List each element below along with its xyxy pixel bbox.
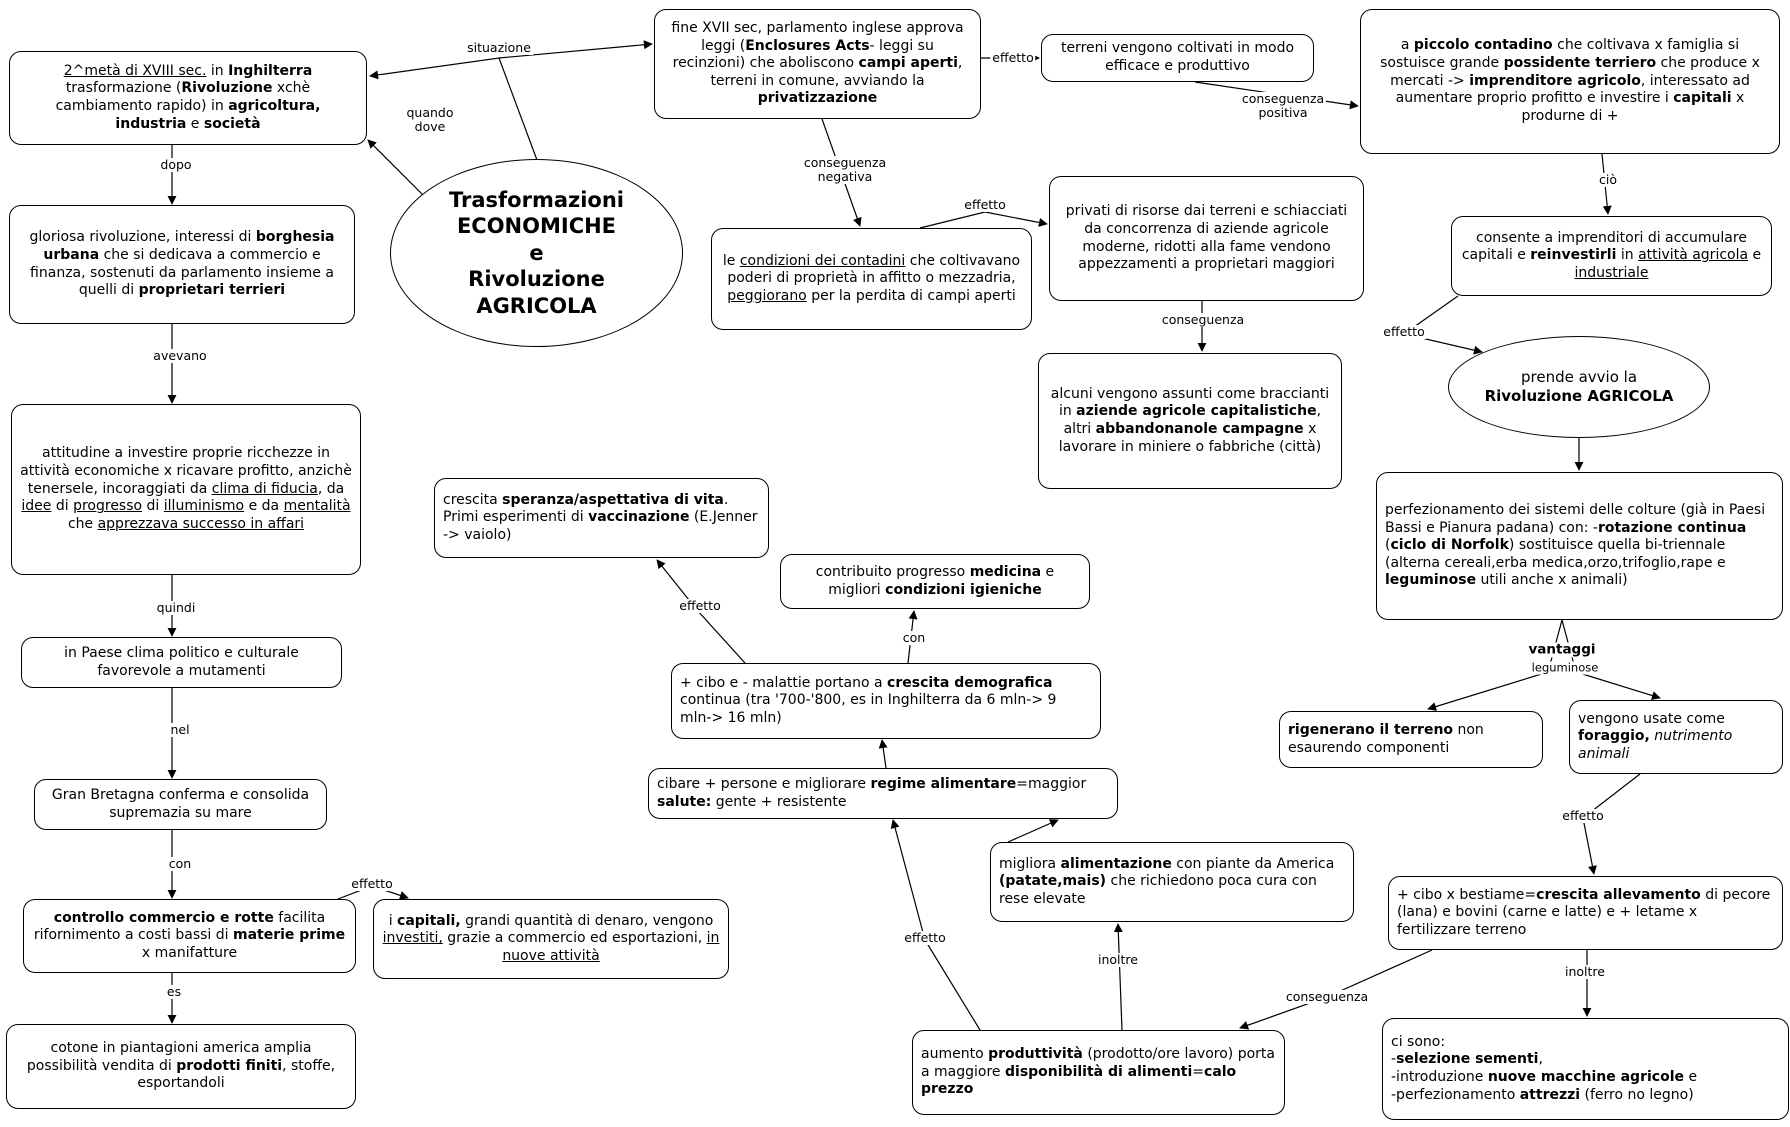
node-ci-sono-innovazioni[interactable]: ci sono:-selezione sementi,-introduzione… xyxy=(1382,1018,1789,1120)
link-label-nel[interactable]: nel xyxy=(168,722,192,737)
link-label-effetto-3[interactable]: effetto xyxy=(1381,324,1427,339)
node-enclosures-acts[interactable]: fine XVII sec, parlamento inglese approv… xyxy=(654,9,981,119)
edge-line-19 xyxy=(1561,619,1661,700)
node-text-progresso-medicina: contribuito progresso medicina e miglior… xyxy=(815,563,1055,598)
node-progresso-medicina[interactable]: contribuito progresso medicina e miglior… xyxy=(780,554,1090,609)
node-text-ci-sono-innovazioni: ci sono:-selezione sementi,-introduzione… xyxy=(1391,1033,1698,1103)
node-text-terreni-coltivati: terreni vengono coltivati in modo effica… xyxy=(1060,40,1295,74)
node-aumento-produttivita[interactable]: aumento produttività (prodotto/ore lavor… xyxy=(912,1030,1285,1115)
node-text-crescita-demografica: + cibo e - malattie portano a crescita d… xyxy=(680,674,1057,726)
edge-line-20 xyxy=(1582,773,1641,875)
node-terreni-coltivati[interactable]: terreni vengono coltivati in modo effica… xyxy=(1041,34,1314,82)
node-cibare-persone[interactable]: cibare + persone e migliorare regime ali… xyxy=(648,768,1118,819)
link-label-inoltre-1[interactable]: inoltre xyxy=(1096,952,1140,967)
node-crescita-speranza-vita[interactable]: crescita speranza/aspettativa di vita. P… xyxy=(434,478,769,558)
node-text-trasformazione-xviii: 2^metà di XVIII sec. in Inghilterra tras… xyxy=(55,62,321,132)
node-foraggio[interactable]: vengono usate come foraggio, nutrimento … xyxy=(1569,700,1783,774)
node-trasformazione-xviii[interactable]: 2^metà di XVIII sec. in Inghilterra tras… xyxy=(9,51,367,145)
link-label-effetto-2[interactable]: effetto xyxy=(962,197,1008,212)
link-label-avevano[interactable]: avevano xyxy=(151,348,209,363)
node-text-attitudine-investire: attitudine a investire proprie ricchezze… xyxy=(20,445,352,532)
node-braccianti[interactable]: alcuni vengono assunti come braccianti i… xyxy=(1038,353,1342,489)
node-clima-politico[interactable]: in Paese clima politico e culturale favo… xyxy=(21,637,342,688)
link-label-cio[interactable]: ciò xyxy=(1597,172,1619,187)
node-text-gran-bretagna: Gran Bretagna conferma e consolida supre… xyxy=(51,786,310,821)
node-text-clima-politico: in Paese clima politico e culturale favo… xyxy=(64,644,299,679)
node-text-enclosures-acts: fine XVII sec, parlamento inglese approv… xyxy=(671,19,964,107)
link-label-con-2[interactable]: con xyxy=(166,856,194,871)
node-text-cibo-bestiame: + cibo x bestiame=crescita allevamento d… xyxy=(1397,886,1771,938)
edge-line-13 xyxy=(919,211,1048,229)
node-text-cibare-persone: cibare + persone e migliorare regime ali… xyxy=(657,775,1087,810)
node-text-gloriosa-rivoluzione: gloriosa rivoluzione, interessi di borgh… xyxy=(29,229,335,299)
node-controllo-commercio[interactable]: controllo commercio e rotte facilita rif… xyxy=(23,899,356,973)
link-label-effetto-6[interactable]: effetto xyxy=(1560,808,1606,823)
node-crescita-demografica[interactable]: + cibo e - malattie portano a crescita d… xyxy=(671,663,1101,739)
link-label-effetto-7[interactable]: effetto xyxy=(902,930,948,945)
node-attitudine-investire[interactable]: attitudine a investire proprie ricchezze… xyxy=(11,404,361,575)
link-label-conseguenza-2[interactable]: conseguenza xyxy=(1283,989,1371,1004)
node-text-foraggio: vengono usate come foraggio, nutrimento … xyxy=(1578,710,1733,762)
link-label-effetto-5[interactable]: effetto xyxy=(349,876,395,891)
node-text-migliora-alimentazione: migliora alimentazione con piante da Ame… xyxy=(999,855,1335,907)
edge-line-23 xyxy=(890,819,981,1031)
node-text-consente-imprenditori: consente a imprenditori di accumulare ca… xyxy=(1461,229,1762,281)
node-text-capitali-investiti: i capitali, grandi quantità di denaro, v… xyxy=(382,912,720,964)
link-label-conseguenza-1[interactable]: conseguenza xyxy=(1159,312,1247,327)
edge-line-26 xyxy=(878,739,888,769)
edge-line-25 xyxy=(1007,819,1059,843)
link-label-situazione[interactable]: situazione xyxy=(465,40,533,55)
node-text-braccianti: alcuni vengono assunti come braccianti i… xyxy=(1050,385,1330,455)
node-gran-bretagna[interactable]: Gran Bretagna conferma e consolida supre… xyxy=(34,779,327,830)
node-piccolo-contadino[interactable]: a piccolo contadino che coltivava x fami… xyxy=(1360,9,1780,154)
node-text-cotone-piantagioni: cotone in piantagioni america amplia pos… xyxy=(26,1040,336,1092)
node-text-aumento-produttivita: aumento produttività (prodotto/ore lavor… xyxy=(921,1046,1275,1098)
edge-line-24 xyxy=(1113,923,1123,1031)
node-text-controllo-commercio: controllo commercio e rotte facilita rif… xyxy=(33,909,346,961)
node-text-crescita-speranza-vita: crescita speranza/aspettativa di vita. P… xyxy=(443,491,758,543)
link-label-inoltre-2[interactable]: inoltre xyxy=(1563,964,1607,979)
node-text-condizioni-contadini: le condizioni dei contadini che coltivav… xyxy=(722,252,1021,304)
node-perfezionamento-colture[interactable]: perfezionamento dei sistemi delle coltur… xyxy=(1376,472,1783,620)
node-condizioni-contadini[interactable]: le condizioni dei contadini che coltivav… xyxy=(711,228,1032,330)
node-privati-risorse[interactable]: privati di risorse dai terreni e schiacc… xyxy=(1049,176,1364,301)
edge-line-1 xyxy=(498,40,653,59)
node-text-piccolo-contadino: a piccolo contadino che coltivava x fami… xyxy=(1380,37,1760,124)
link-label-leguminose[interactable]: leguminose xyxy=(1529,660,1601,675)
node-gloriosa-rivoluzione[interactable]: gloriosa rivoluzione, interessi di borgh… xyxy=(9,205,355,324)
node-rigenerano-terreno[interactable]: rigenerano il terreno non esaurendo comp… xyxy=(1279,711,1543,768)
node-cibo-bestiame[interactable]: + cibo x bestiame=crescita allevamento d… xyxy=(1388,876,1783,950)
node-capitali-investiti[interactable]: i capitali, grandi quantità di denaro, v… xyxy=(373,899,729,979)
node-cotone-piantagioni[interactable]: cotone in piantagioni america amplia pos… xyxy=(6,1024,356,1109)
link-label-es[interactable]: es xyxy=(164,984,184,999)
link-label-con-1[interactable]: con xyxy=(900,630,928,645)
node-text-perfezionamento-colture: perfezionamento dei sistemi delle coltur… xyxy=(1385,501,1766,589)
link-label-vantaggi[interactable]: vantaggi xyxy=(1526,641,1598,658)
node-migliora-alimentazione[interactable]: migliora alimentazione con piante da Ame… xyxy=(990,842,1354,922)
node-text-rigenerano-terreno: rigenerano il terreno non esaurendo comp… xyxy=(1288,721,1484,756)
node-consente-imprenditori[interactable]: consente a imprenditori di accumulare ca… xyxy=(1451,216,1772,296)
link-label-effetto-1[interactable]: effetto xyxy=(990,50,1036,65)
edge-line-2 xyxy=(367,139,425,197)
link-label-effetto-4[interactable]: effetto xyxy=(677,598,723,613)
node-text-privati-risorse: privati di risorse dai terreni e schiacc… xyxy=(1065,203,1348,273)
link-label-quindi[interactable]: quindi xyxy=(154,600,198,615)
link-label-dopo[interactable]: dopo xyxy=(158,157,194,172)
